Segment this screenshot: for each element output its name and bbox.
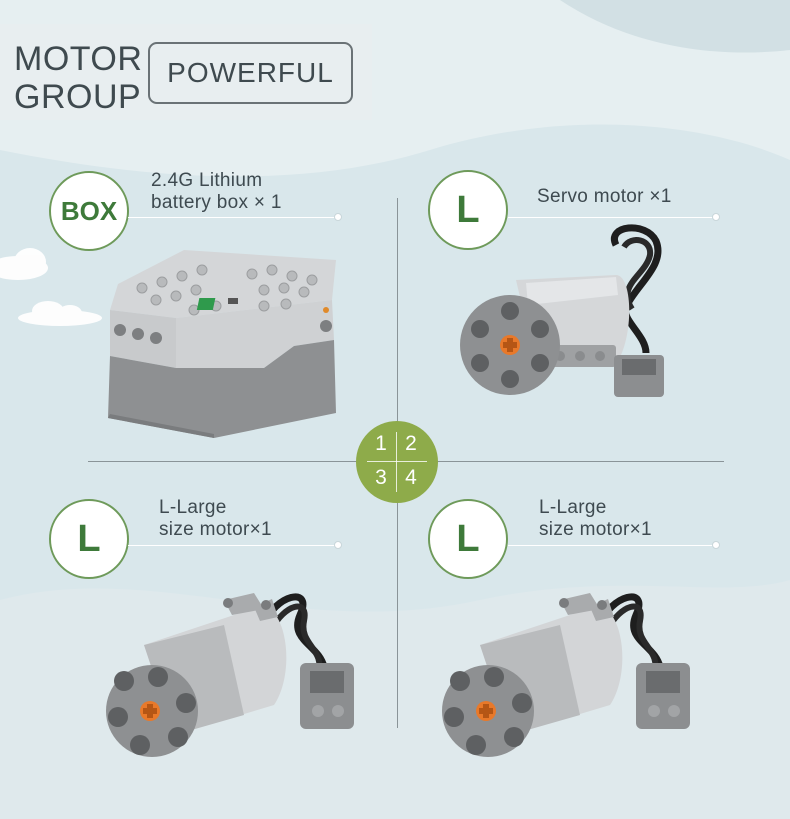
item-3-description: L-Large size motor×1 — [159, 497, 272, 541]
number-3: 3 — [375, 466, 387, 489]
item-2-dot — [712, 213, 720, 221]
item-1-underline — [128, 217, 338, 218]
item-3-underline — [128, 545, 338, 546]
center-number-circle — [356, 421, 438, 503]
item-3-desc-line-1: L-Large — [159, 497, 227, 518]
item-1-desc-line-1: 2.4G Lithium — [151, 170, 263, 191]
item-3-dot — [334, 541, 342, 549]
center-separator-horizontal — [367, 461, 427, 462]
number-2: 2 — [405, 432, 417, 455]
large-motor-icon — [442, 593, 690, 757]
item-1-dot — [334, 213, 342, 221]
item-3-badge: L — [49, 499, 129, 579]
item-2-underline — [508, 217, 716, 218]
cloud-icon — [0, 248, 102, 326]
item-2-badge: L — [428, 170, 508, 250]
battery-box-icon — [108, 250, 336, 438]
title-line-2: GROUP — [14, 78, 142, 116]
large-motor-icon — [106, 593, 354, 757]
item-2-desc-line-1: Servo motor ×1 — [537, 186, 672, 207]
item-3-desc-line-2: size motor×1 — [159, 519, 272, 540]
number-1: 1 — [375, 432, 387, 455]
center-separator-vertical — [396, 432, 397, 492]
item-2-description: Servo motor ×1 — [537, 186, 672, 208]
item-4-desc-line-2: size motor×1 — [539, 519, 652, 540]
item-4-description: L-Large size motor×1 — [539, 497, 652, 541]
header-panel — [0, 24, 372, 120]
title-line-1: MOTOR — [14, 40, 143, 78]
item-4-badge: L — [428, 499, 508, 579]
servo-motor-icon — [460, 224, 664, 397]
page-title: MOTOR GROUP — [14, 40, 142, 116]
item-1-desc-line-2: battery box × 1 — [151, 192, 282, 213]
item-4-underline — [508, 545, 716, 546]
item-1-badge: BOX — [49, 171, 129, 251]
item-4-desc-line-1: L-Large — [539, 497, 607, 518]
item-1-description: 2.4G Lithium battery box × 1 — [151, 170, 282, 214]
item-4-dot — [712, 541, 720, 549]
powerful-badge: POWERFUL — [148, 42, 353, 104]
number-4: 4 — [405, 466, 417, 489]
